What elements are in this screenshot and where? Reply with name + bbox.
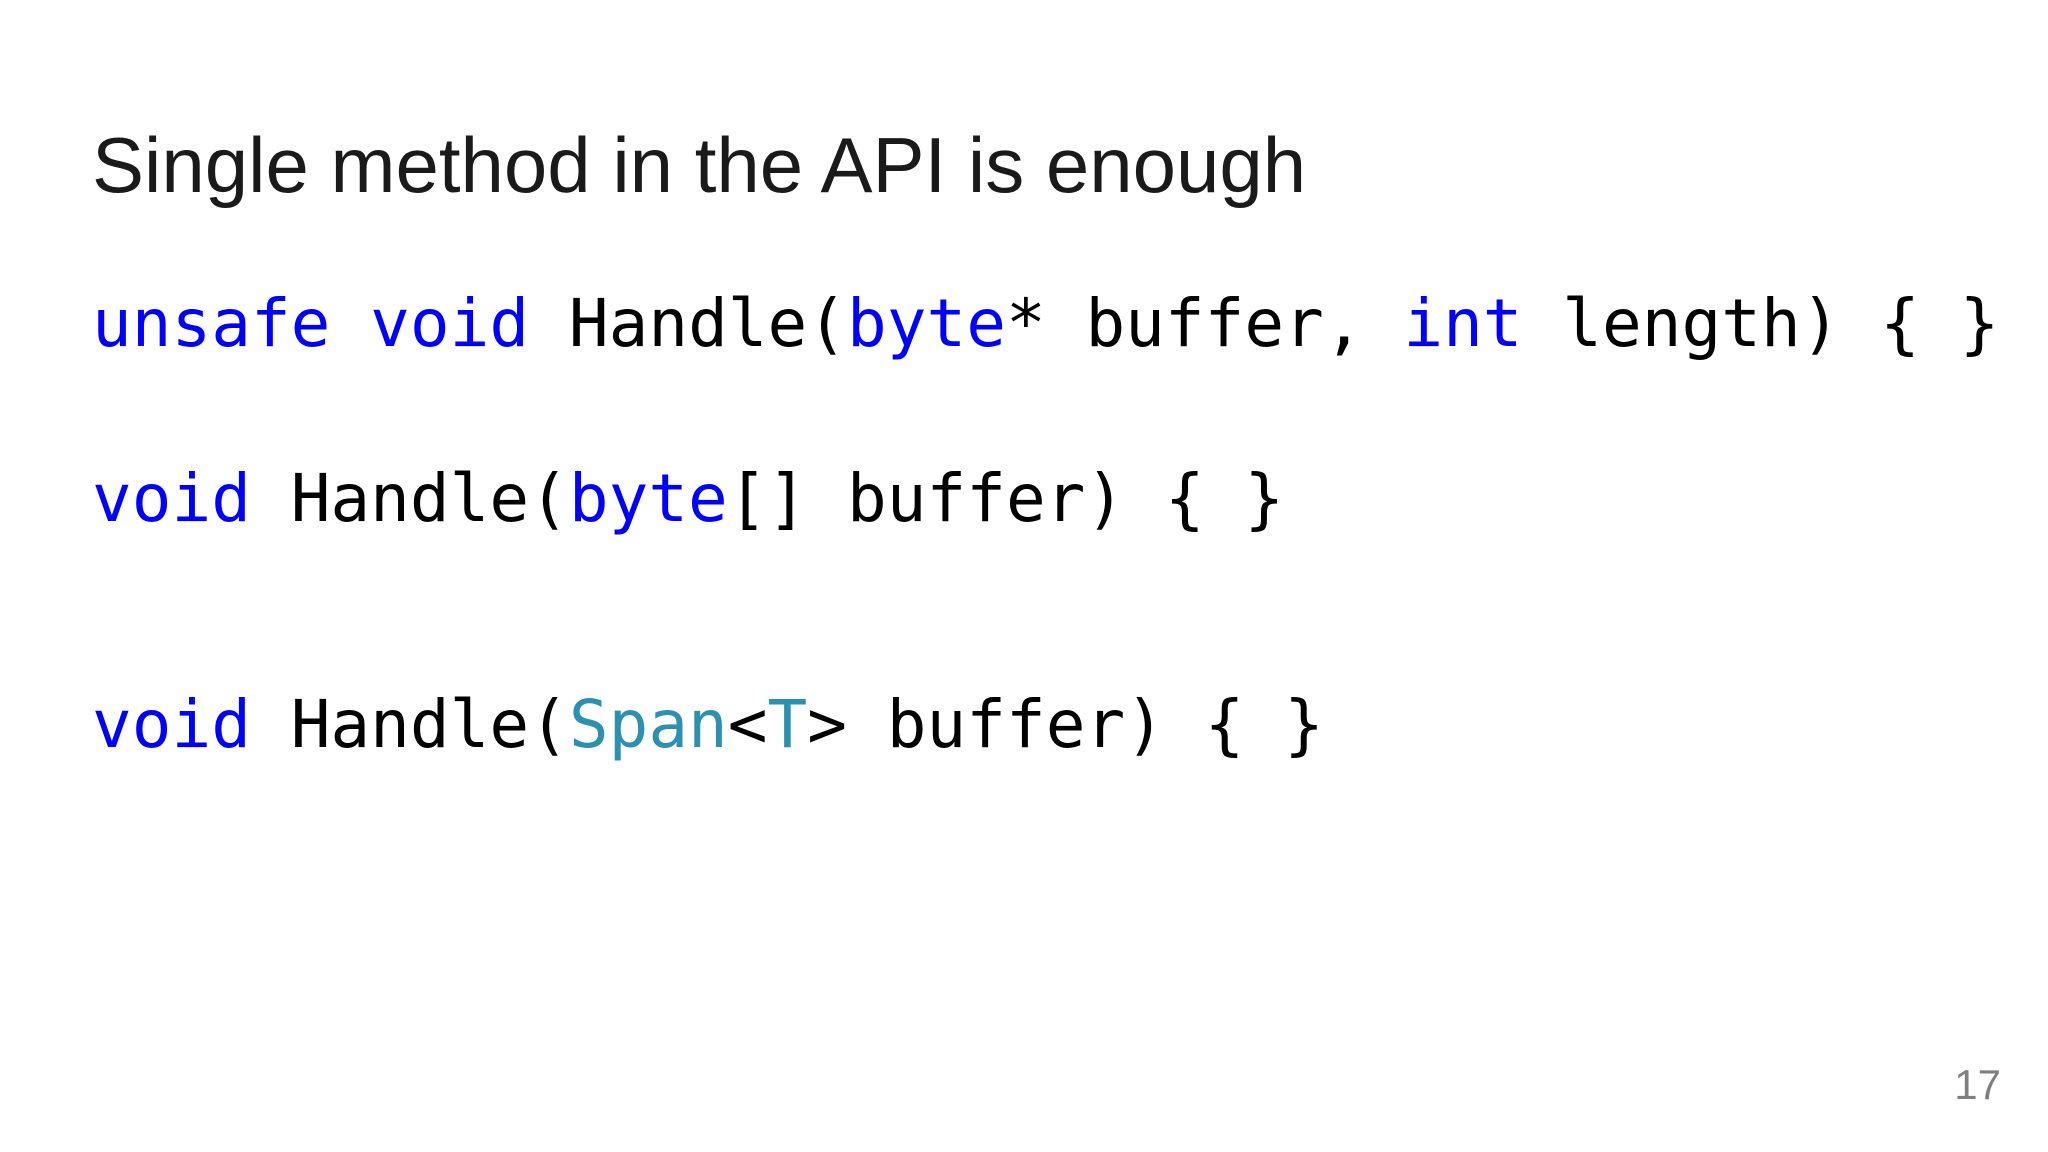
slide-title: Single method in the API is enough bbox=[92, 121, 1307, 209]
code-text: length) { } bbox=[1522, 285, 2000, 362]
code-text: > buffer) { } bbox=[807, 686, 1324, 763]
keyword-void: void bbox=[92, 460, 251, 537]
code-text: < bbox=[727, 686, 768, 763]
keyword-int: int bbox=[1403, 285, 1523, 362]
code-text: [] buffer) { } bbox=[727, 460, 1285, 537]
keyword-void: void bbox=[370, 285, 530, 362]
code-text: * buffer, bbox=[1005, 285, 1404, 362]
keyword-byte: byte bbox=[847, 285, 1006, 362]
code-text: Handle( bbox=[250, 460, 569, 537]
code-space bbox=[330, 285, 370, 362]
code-line-unsafe-pointer: unsafe void Handle(byte* buffer, int len… bbox=[92, 284, 1999, 364]
slide-page-number: 17 bbox=[1954, 1061, 2001, 1108]
code-text: Handle( bbox=[529, 285, 848, 362]
code-text: Handle( bbox=[250, 686, 569, 763]
type-span: Span bbox=[568, 686, 728, 763]
code-line-span: void Handle(Span<T> buffer) { } bbox=[92, 685, 1324, 765]
keyword-byte: byte bbox=[568, 460, 728, 537]
type-parameter-t: T bbox=[767, 686, 808, 763]
keyword-unsafe: unsafe bbox=[92, 285, 331, 362]
keyword-void: void bbox=[92, 686, 251, 763]
code-line-byte-array: void Handle(byte[] buffer) { } bbox=[92, 459, 1284, 539]
